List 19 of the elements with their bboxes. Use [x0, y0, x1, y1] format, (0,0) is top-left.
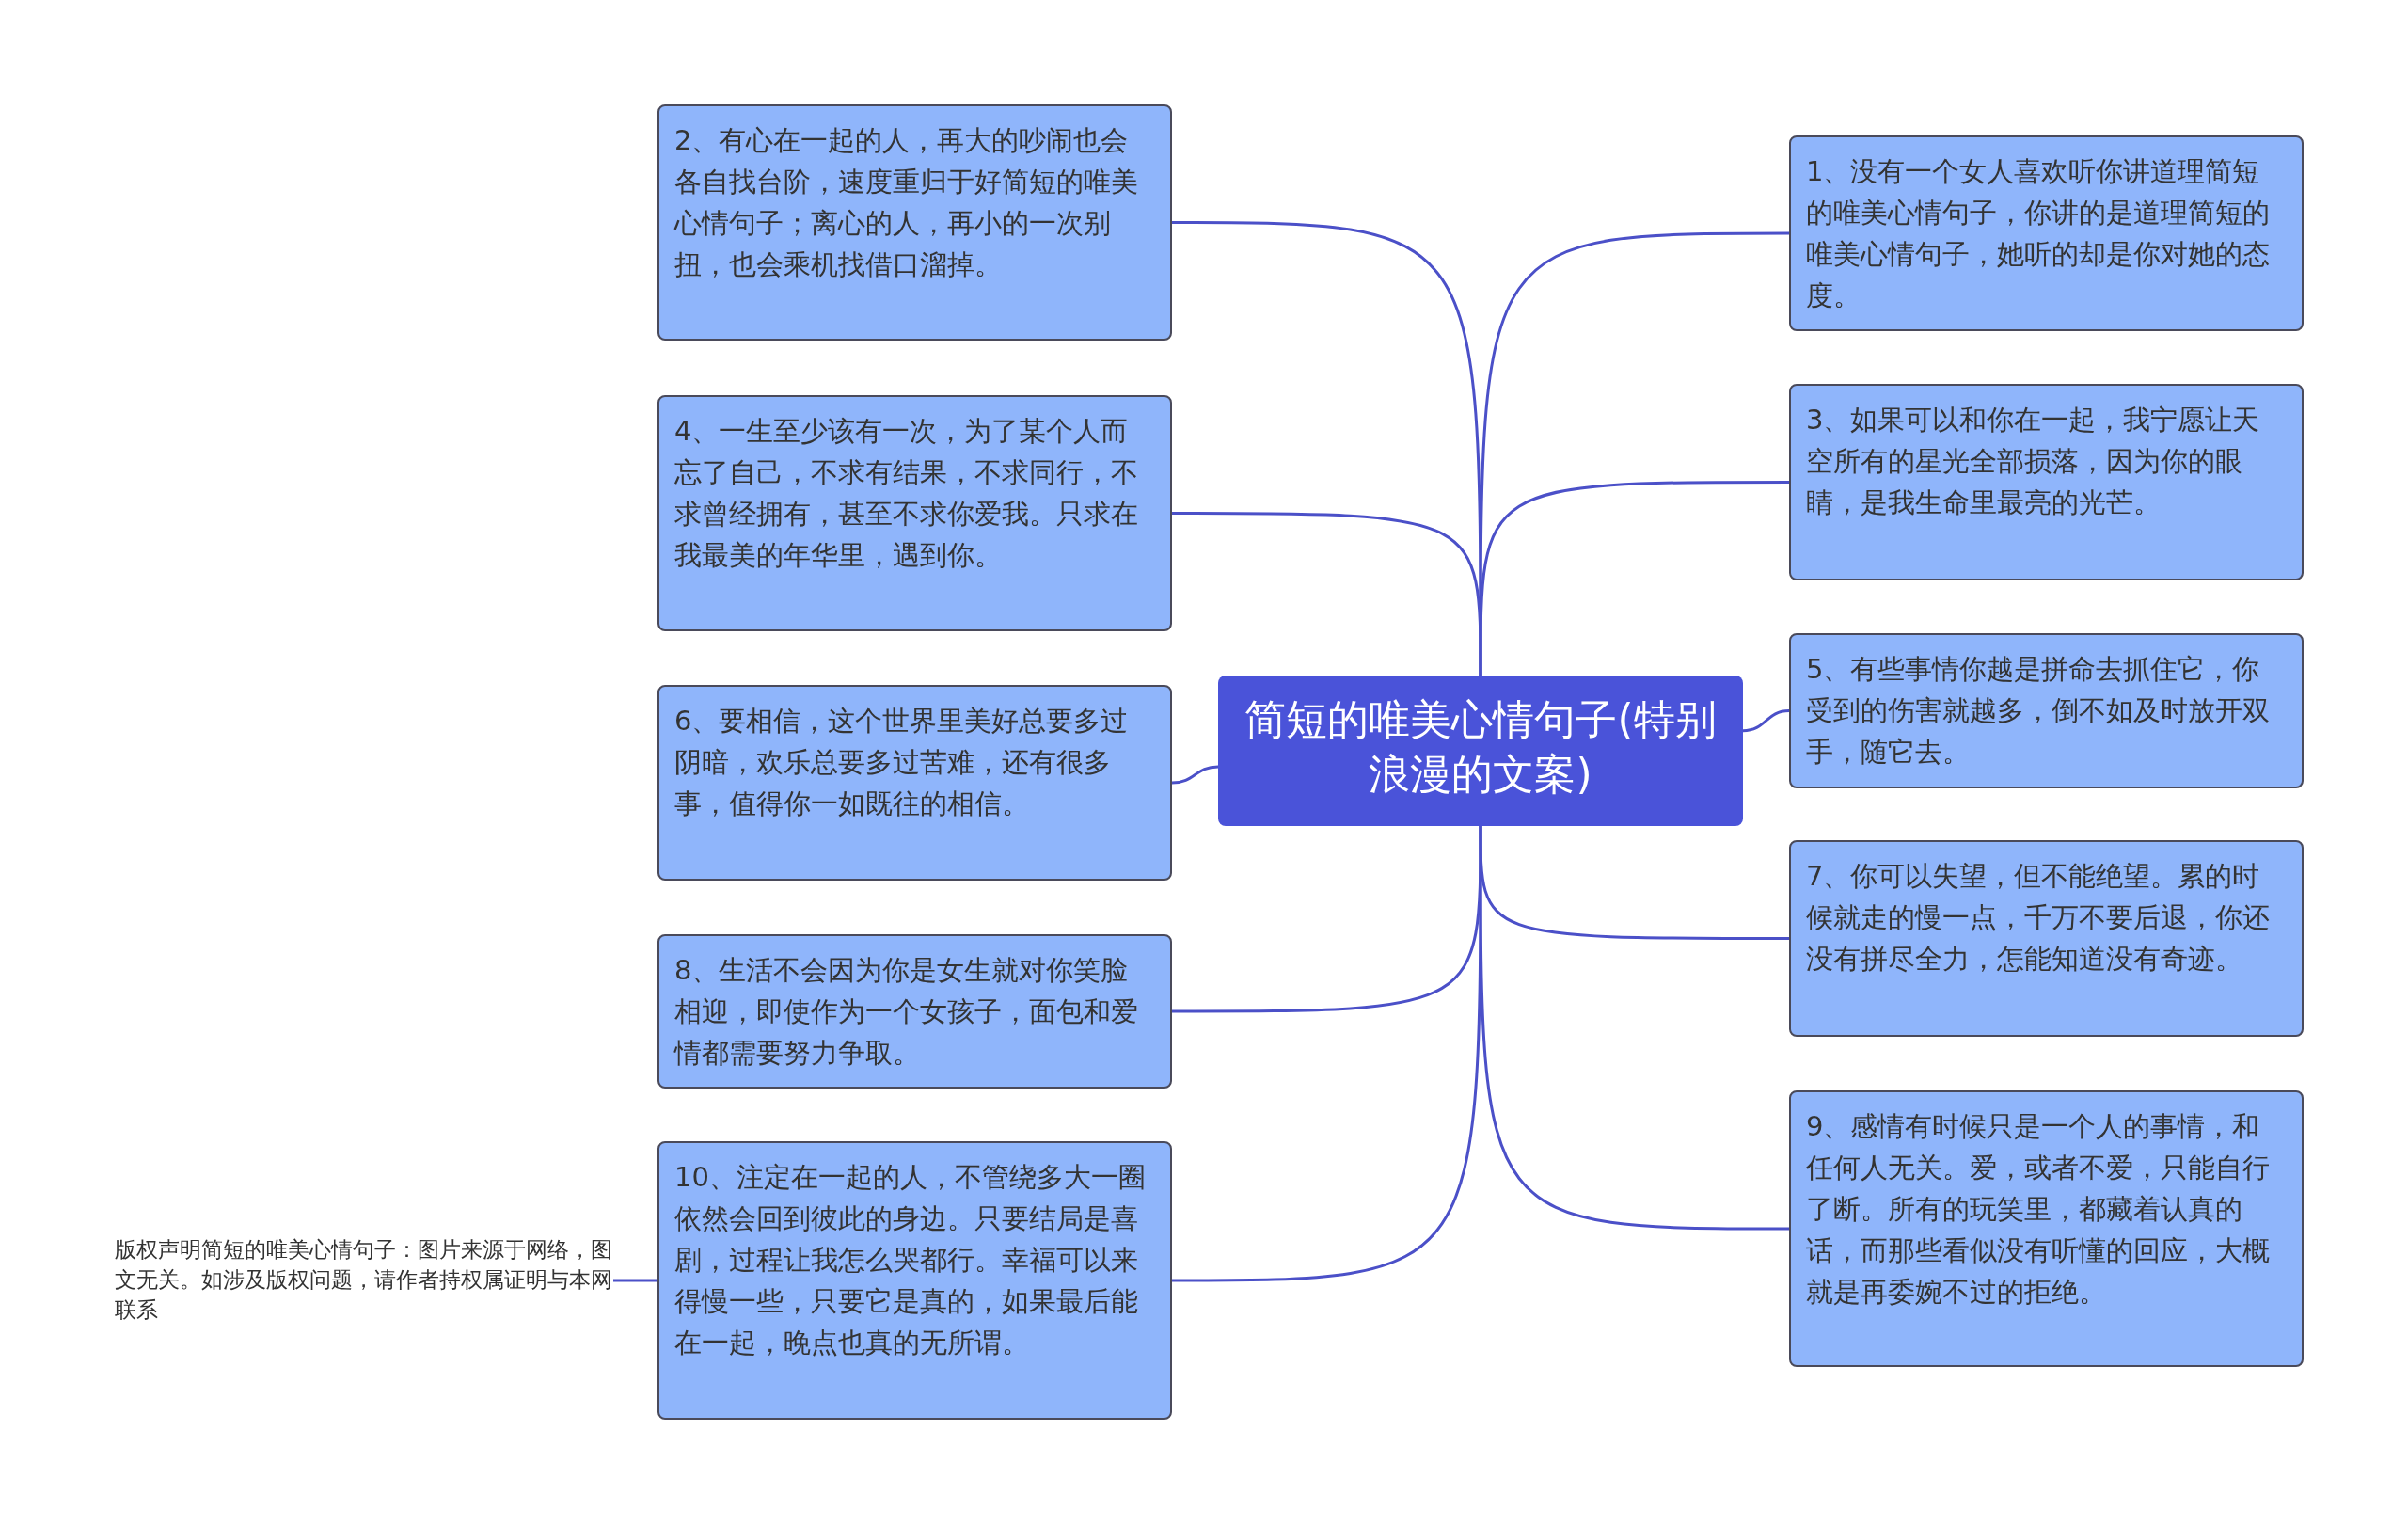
topic-box: 6、要相信，这个世界里美好总要多过阴暗，欢乐总要多过苦难，还有很多事，值得你一如既往的相信。 — [657, 685, 1172, 881]
connector-line — [1172, 512, 1482, 676]
copyright-note: 版权声明简短的唯美心情句子：图片来源于网络，图文无关。如涉及版权问题，请作者持权属证明与本网联系 — [115, 1234, 613, 1325]
topic-box: 1、没有一个女人喜欢听你讲道理简短的唯美心情句子，你讲的是道理简短的唯美心情句子，她听的却是你对她的态度。 — [1789, 135, 2304, 331]
topic-box: 9、感情有时候只是一个人的事情，和任何人无关。爱，或者不爱，只能自行了断。所有的玩笑里，都藏着认真的话，而那些看似没有听懂的回应，大概就是再委婉不过的拒绝。 — [1789, 1090, 2304, 1367]
topic-box: 3、如果可以和你在一起，我宁愿让天空所有的星光全部损落，因为你的眼睛，是我生命里最亮的光芒。 — [1789, 384, 2304, 580]
connector-line — [1171, 765, 1219, 785]
topic-box: 8、生活不会因为你是女生就对你笑脸相迎，即使作为一个女孩子，面包和爱情都需要努力争取。 — [657, 934, 1172, 1089]
connector-line — [613, 1279, 657, 1282]
topic-box: 7、你可以失望，但不能绝望。累的时候就走的慢一点，千万不要后退，你还没有拼尽全力，怎能知道没有奇迹。 — [1789, 840, 2304, 1037]
connector-line — [1479, 481, 1789, 676]
central-topic-box: 简短的唯美心情句子(特别浪漫的文案) — [1218, 676, 1743, 826]
topic-box: 5、有些事情你越是拼命去抓住它，你受到的伤害就越多，倒不如及时放开双手，随它去。 — [1789, 633, 2304, 788]
topic-box: 2、有心在一起的人，再大的吵闹也会各自找台阶，速度重归于好简短的唯美心情句子；离心的人，再小的一次别扭，也会乘机找借口溜掉。 — [657, 104, 1172, 341]
topic-box: 4、一生至少该有一次，为了某个人而忘了自己，不求有结果，不求同行，不求曾经拥有，甚至不求你爱我。只求在我最美的年华里，遇到你。 — [657, 395, 1172, 631]
connector-line — [1742, 709, 1790, 733]
connector-line — [1479, 826, 1789, 1231]
connector-line — [1172, 826, 1482, 1282]
topic-box: 10、注定在一起的人，不管绕多大一圈依然会回到彼此的身边。只要结局是喜剧，过程让我怎么哭都行。幸福可以来得慢一些，只要它是真的，如果最后能在一起，晚点也真的无所谓。 — [657, 1141, 1172, 1420]
